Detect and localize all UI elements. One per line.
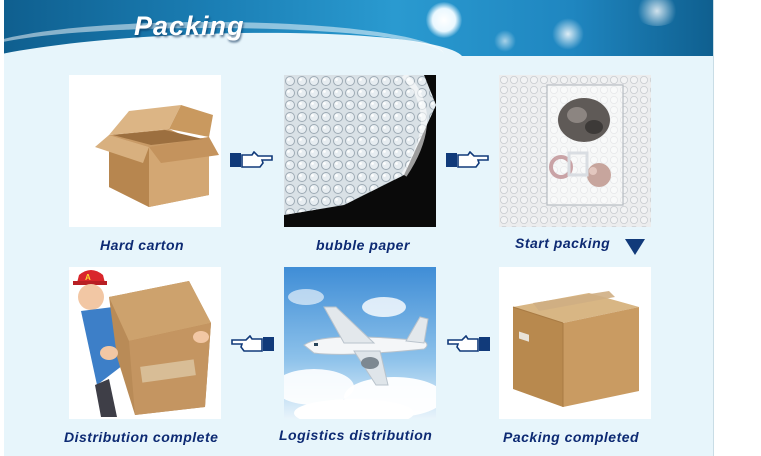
header-wave-highlight [4,22,444,56]
svg-text:A: A [85,273,91,282]
open-carton-image [69,75,221,227]
header-banner: Packing [4,0,714,56]
packing-banner: Packing Hard carton [4,0,714,456]
step-caption-packing-completed: Packing completed [503,429,640,445]
light-glow [494,30,516,52]
airplane-image [284,267,436,419]
light-glow [634,0,680,26]
courier-with-box-image: A [69,267,221,419]
frame-edge [713,0,714,456]
triangle-down-icon [625,239,645,255]
bagged-jewelry-image [499,75,651,227]
step-caption-bubble-paper: bubble paper [316,237,410,253]
pointing-hand-icon [230,151,273,168]
pointing-hand-icon [447,335,490,352]
step-caption-distribution-complete: Distribution complete [64,429,219,445]
pointing-hand-icon [446,151,489,168]
bubble-wrap-image [284,75,436,227]
light-glow [426,2,462,38]
light-glow [552,18,584,50]
sealed-carton-image [499,267,651,419]
step-caption-logistics-distribution: Logistics distribution [279,427,433,443]
page-title: Packing [134,11,245,41]
pointing-hand-icon [231,335,274,352]
step-caption-start-packing: Start packing [515,235,611,251]
step-caption-hard-carton: Hard carton [100,237,185,253]
